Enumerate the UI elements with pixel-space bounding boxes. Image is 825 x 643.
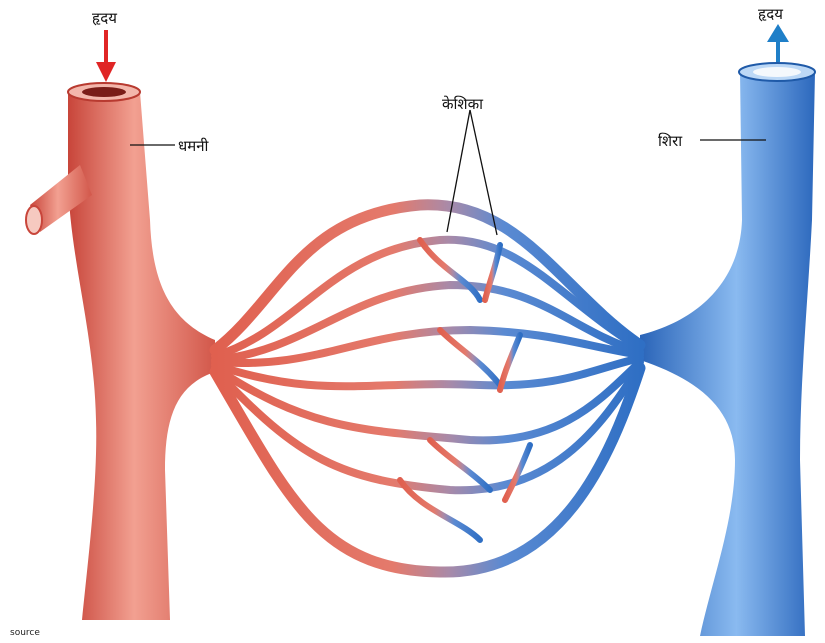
artery-label: धमनी (178, 136, 208, 156)
leader-lines (130, 110, 766, 235)
heart-in-label: हृदय (92, 8, 117, 28)
capillaries-label: केशिका (442, 94, 483, 114)
vein-label: शिरा (658, 131, 682, 151)
source-label: source (10, 628, 40, 638)
artery (26, 83, 215, 620)
arrow-into-artery (96, 30, 116, 82)
arrow-out-of-vein (767, 24, 789, 62)
capillary-bed (215, 205, 640, 572)
heart-out-label: हृदय (758, 4, 783, 24)
